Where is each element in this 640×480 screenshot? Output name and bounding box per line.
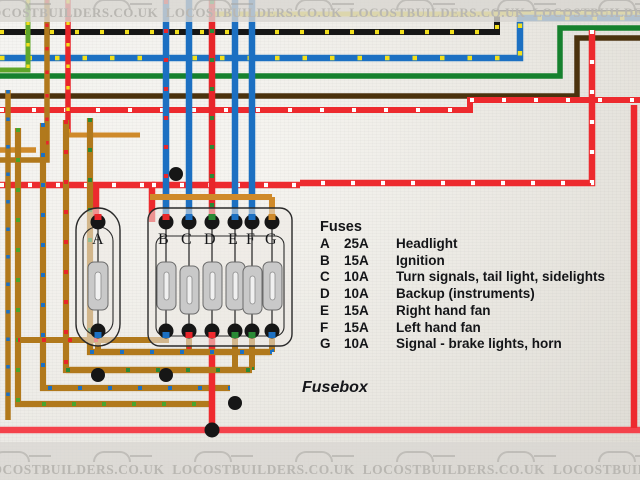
legend-fuse: F xyxy=(320,319,329,335)
legend-circuit: Left hand fan xyxy=(396,319,481,335)
legend-circuit: Headlight xyxy=(396,236,458,251)
legend-row: B 15A Ignition xyxy=(320,253,605,270)
legend-rating: 25A xyxy=(344,236,369,251)
legend-fuse: D xyxy=(320,286,330,302)
legend-rating: 10A xyxy=(344,286,369,302)
legend-row: A 25A Headlight xyxy=(320,236,605,253)
legend-fuse: E xyxy=(320,302,330,318)
fuse-label-E: E xyxy=(228,231,238,248)
legend-row: D 10A Backup (instruments) xyxy=(320,286,605,303)
legend-circuit: Turn signals, tail light, sidelights xyxy=(396,269,606,285)
legend-circuit: Signal - brake lights, horn xyxy=(396,336,562,352)
legend-table: A 25A Headlight B 15A Ignition C 10A Tur… xyxy=(320,236,605,353)
legend-row: F 15A Left hand fan xyxy=(320,320,605,337)
legend-row: G 10A Signal - brake lights, horn xyxy=(320,336,605,353)
legend-rating: 15A xyxy=(344,319,369,335)
legend-circuit: Backup (instruments) xyxy=(396,286,535,302)
legend-fuse: G xyxy=(320,336,331,352)
legend-row: E 15A Right hand fan xyxy=(320,303,605,320)
legend-rating: 15A xyxy=(344,302,369,318)
legend-fuse: A xyxy=(320,236,330,251)
legend-circuit: Right hand fan xyxy=(396,302,491,318)
fuse-legend: Fuses A 25A Headlight B 15A Ignition C 1… xyxy=(320,219,605,353)
legend-fuse: C xyxy=(320,269,330,285)
legend-circuit: Ignition xyxy=(396,252,445,268)
fuse-label-C: C xyxy=(181,231,192,248)
fuse-label-F: F xyxy=(246,231,255,248)
fusebox-caption: Fusebox xyxy=(302,379,368,396)
fuse-label-A: A xyxy=(92,231,104,248)
legend-rating: 10A xyxy=(344,269,369,285)
legend-rating: 15A xyxy=(344,252,369,268)
fuse-label-G: G xyxy=(265,231,277,248)
fuse-label-D: D xyxy=(204,231,216,248)
legend-row: C 10A Turn signals, tail light, sideligh… xyxy=(320,269,605,286)
legend-rating: 10A xyxy=(344,336,369,352)
fuse-label-B: B xyxy=(158,231,169,248)
legend-fuse: B xyxy=(320,252,330,268)
legend-title: Fuses xyxy=(320,219,362,235)
